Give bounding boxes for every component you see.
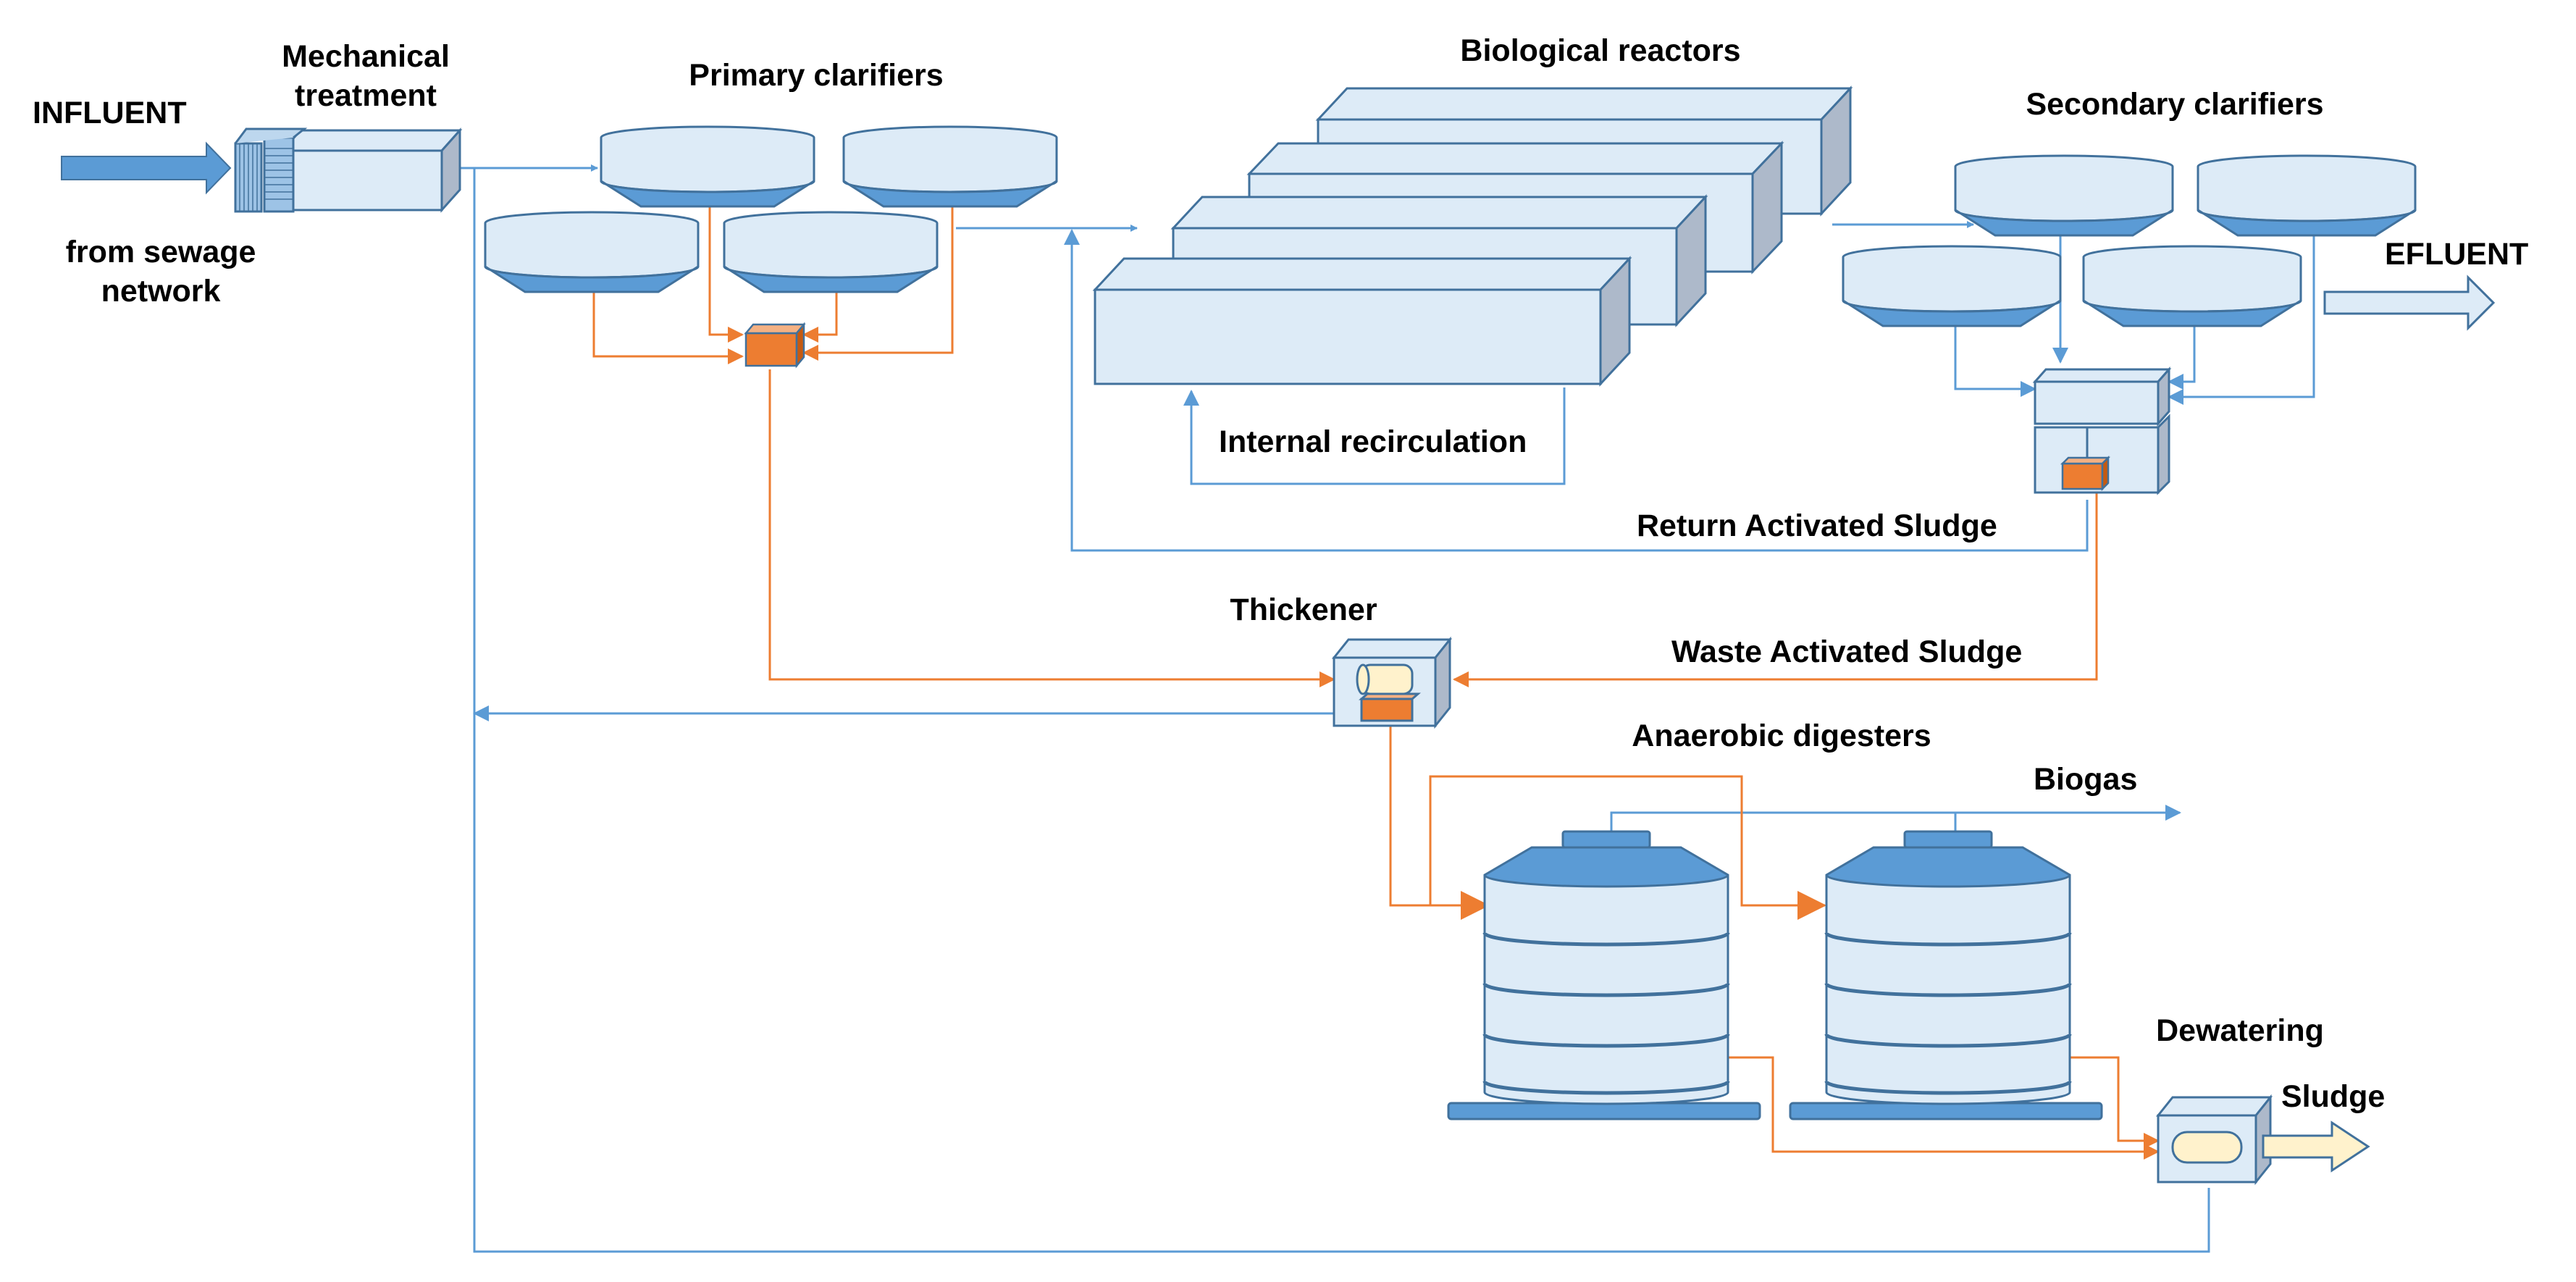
waste-activated-sludge-line	[1453, 482, 2098, 687]
thickener-unit	[1331, 636, 1453, 729]
secondary-clarifier-2	[2197, 154, 2417, 237]
primary-clarifiers-label: Primary clarifiers	[689, 58, 944, 93]
biogas-line	[1610, 805, 2181, 839]
sludge-label: Sludge	[2281, 1079, 2386, 1114]
sludge-flow-lines	[592, 206, 2160, 1160]
biogas-label: Biogas	[2034, 762, 2138, 797]
primary-sludge-pump	[744, 322, 806, 369]
primary-sludge-to-thickener	[768, 369, 1335, 687]
biological-reactors-label: Biological reactors	[1460, 33, 1741, 68]
internal-recirculation-loop	[1183, 387, 1566, 485]
return-activated-sludge-line	[1064, 229, 2089, 552]
anaerobic-digester-1	[1447, 830, 1761, 1120]
main-return-line	[473, 168, 2210, 1253]
secondary-clarifier-3	[1842, 245, 2062, 327]
sludge-output-arrow	[2262, 1120, 2370, 1173]
primary-clarifier-3	[484, 211, 700, 293]
dewatering-label: Dewatering	[2156, 1013, 2324, 1048]
efluent-arrow	[2323, 275, 2496, 331]
primary-clarifier-4	[723, 211, 939, 293]
from-sewage-network-label: from sewage network	[65, 235, 256, 309]
secondary-clarifier-1	[1954, 154, 2174, 237]
thickener-label: Thickener	[1230, 592, 1377, 627]
mechanical-treatment-label: Mechanical treatment	[282, 39, 450, 113]
mechanical-treatment-unit	[234, 127, 463, 213]
sludge-collection-box	[2032, 366, 2172, 495]
efluent-label: EFLUENT	[2385, 237, 2529, 272]
biological-reactor-1	[1092, 256, 1632, 387]
waste-activated-sludge-label: Waste Activated Sludge	[1671, 634, 2023, 669]
anaerobic-digesters-label: Anaerobic digesters	[1632, 718, 1931, 753]
ras-pump	[2060, 455, 2111, 492]
primary-clarifier-2	[842, 125, 1058, 208]
return-activated-sludge-label: Return Activated Sludge	[1637, 508, 1997, 543]
primary-clarifier-1	[600, 125, 815, 208]
dewatering-unit	[2155, 1094, 2273, 1186]
anaerobic-digester-2	[1789, 830, 2103, 1120]
influent-label: INFLUENT	[33, 96, 187, 130]
secondary-clarifier-4	[2082, 245, 2302, 327]
secondary-clarifiers-label: Secondary clarifiers	[2026, 87, 2324, 122]
internal-recirculation-label: Internal recirculation	[1219, 424, 1527, 459]
influent-arrow	[61, 141, 232, 195]
